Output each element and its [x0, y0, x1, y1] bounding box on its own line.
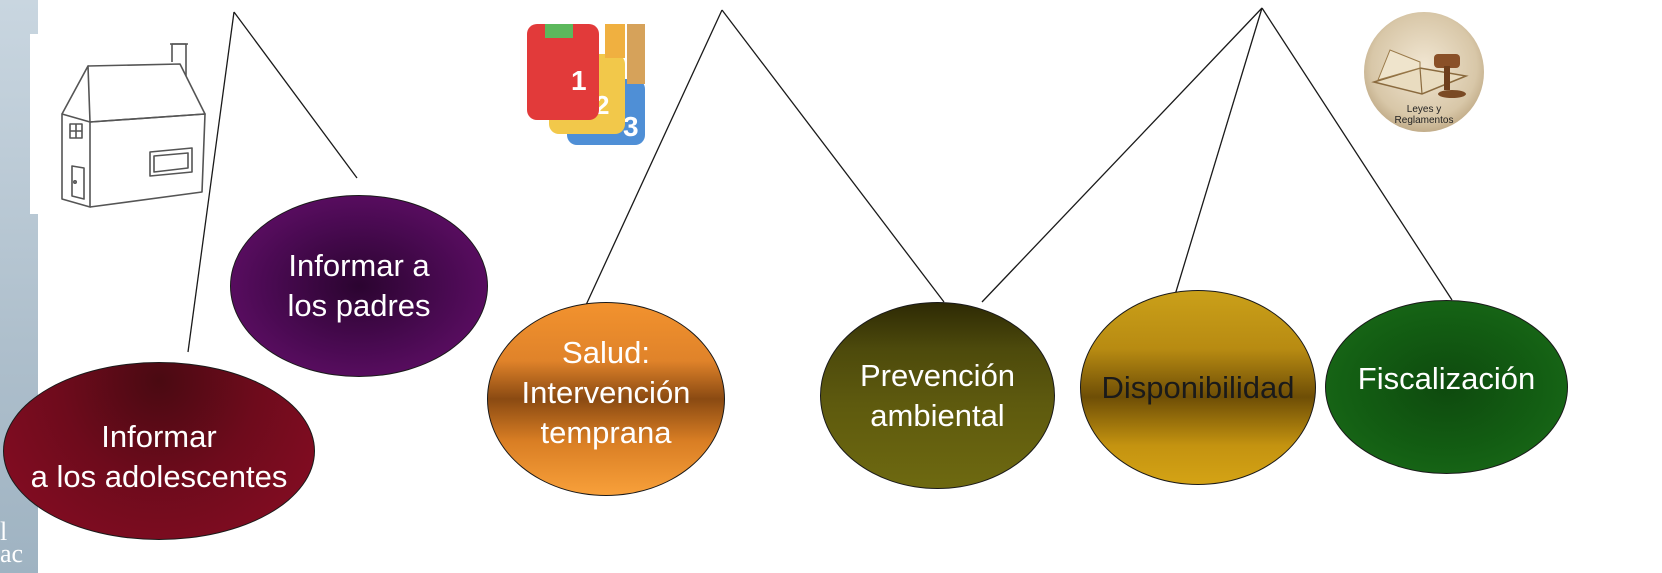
node-enforcement: Fiscalización: [1325, 300, 1568, 474]
node-availability-label: Disponibilidad: [1101, 369, 1295, 405]
node-health-early-intervention-label: Salud: Intervención temprana: [521, 335, 691, 450]
connector-teen: [187, 11, 235, 353]
connector-env-2: [981, 7, 1263, 303]
svg-text:3: 3: [623, 111, 639, 142]
node-health-early-intervention: Salud: Intervención temprana: [487, 302, 725, 496]
side-text-fragment: l ac: [0, 517, 24, 568]
node-availability: Disponibilidad: [1080, 290, 1316, 485]
node-inform-adolescents: Informar a los adolescentes: [3, 362, 315, 540]
node-inform-parents: Informar a los padres: [230, 195, 488, 377]
house-icon: [61, 43, 206, 208]
laws-book-gavel-icon: [1364, 12, 1484, 132]
node-enforcement-label: Fiscalización: [1357, 361, 1536, 396]
node-environmental-prevention: Prevención ambiental: [820, 302, 1055, 489]
connector-fisc: [1261, 7, 1453, 301]
connector-avail: [1174, 7, 1263, 296]
node-inform-adolescents-label: Informar a los adolescentes: [30, 419, 288, 494]
node-environmental-prevention-label: Prevención ambiental: [859, 357, 1016, 433]
connector-parents: [233, 11, 358, 179]
laws-icon-caption: Leyes y Reglamentos: [1394, 104, 1454, 126]
numbered-pages-icon: 3 2 1: [527, 24, 645, 145]
connector-env-1: [721, 9, 945, 303]
svg-text:1: 1: [571, 65, 587, 96]
house-panel: [30, 34, 225, 214]
connector-health: [585, 9, 723, 306]
node-inform-parents-label: Informar a los padres: [287, 248, 431, 323]
